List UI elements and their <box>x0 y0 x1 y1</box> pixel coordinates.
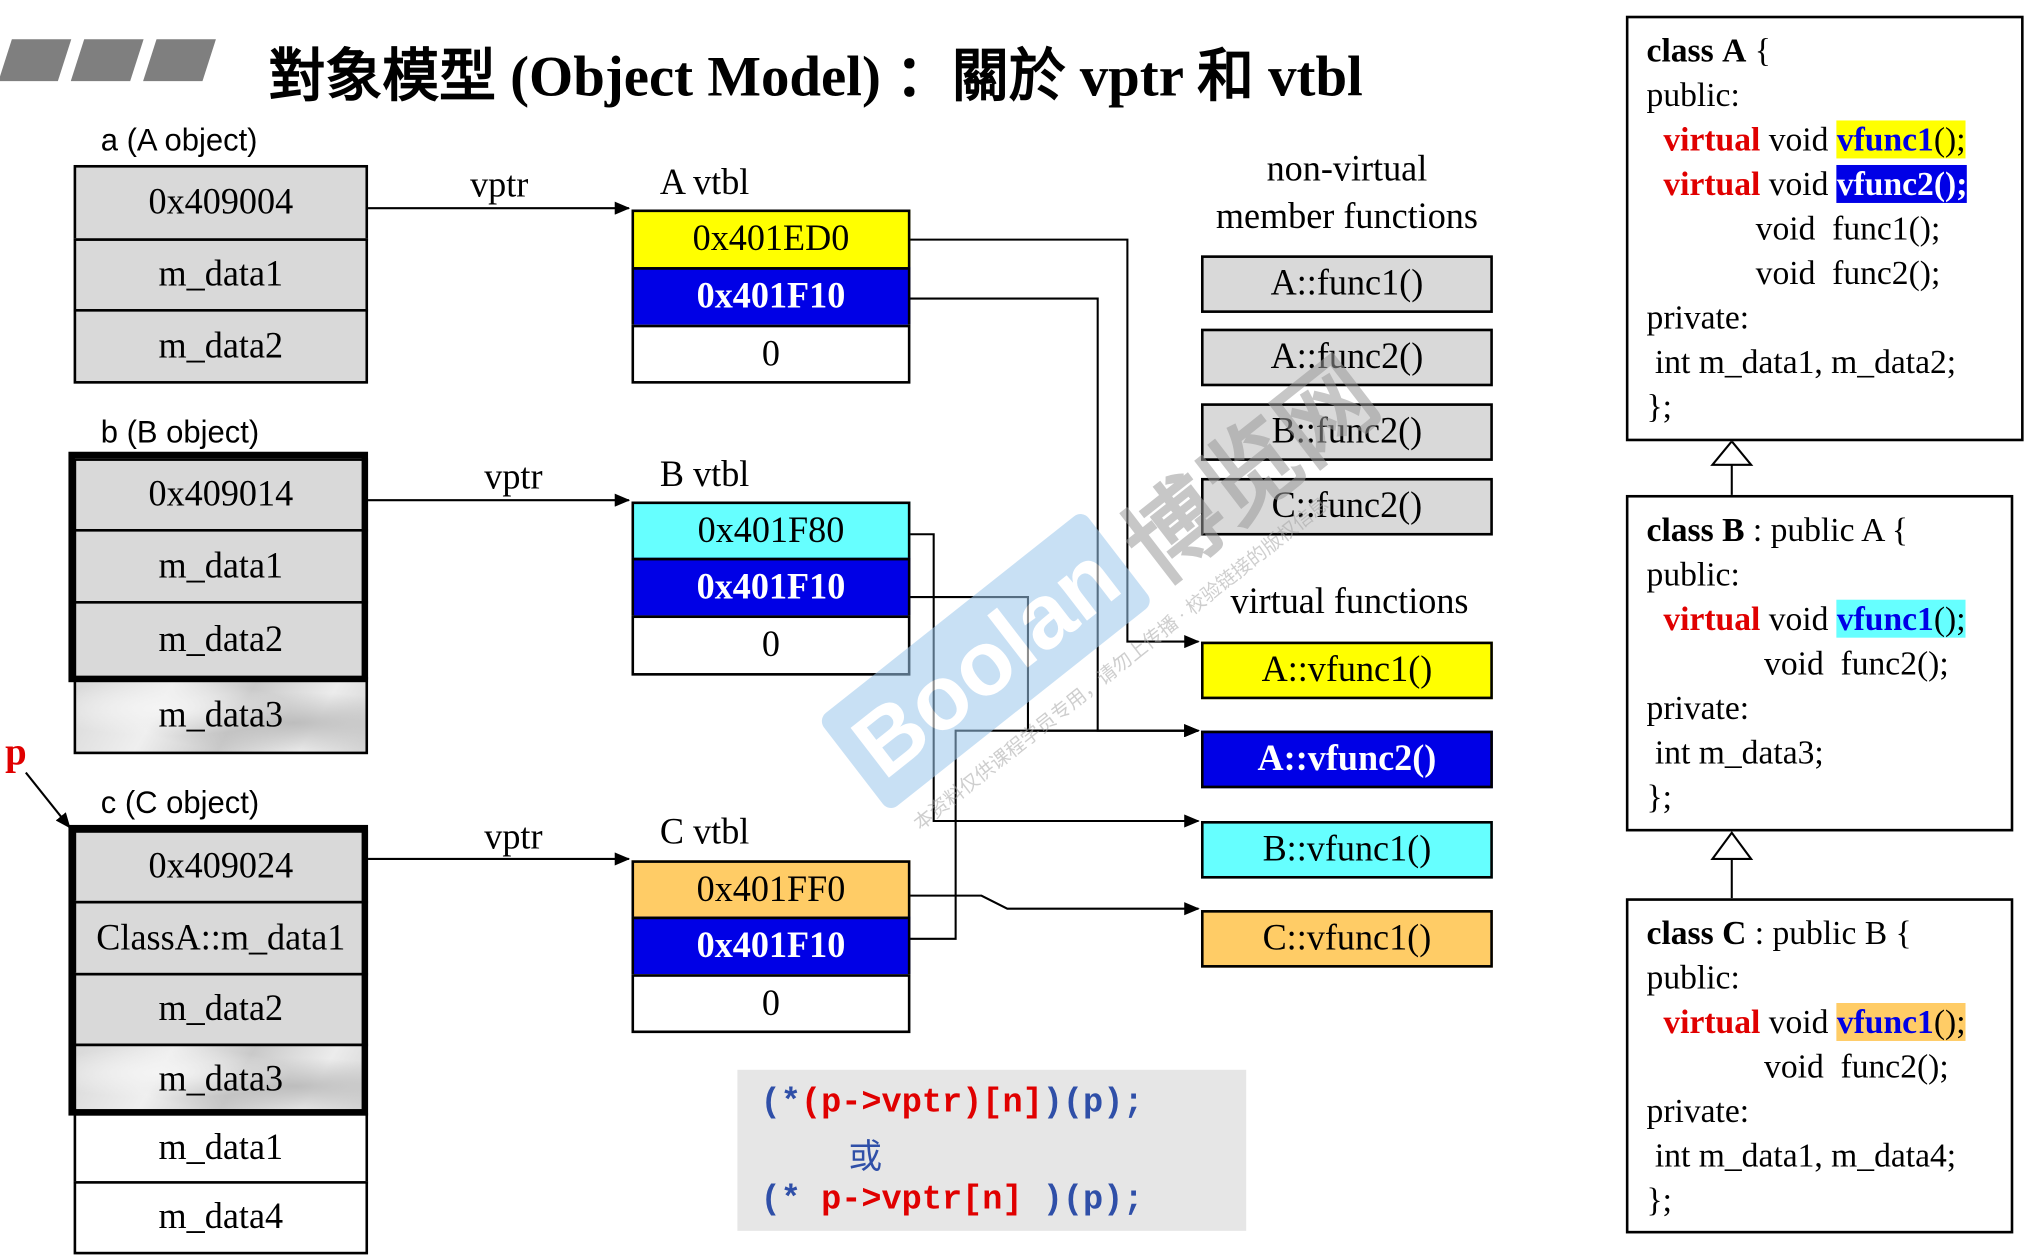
link-b-vfunc2 <box>909 596 1200 738</box>
object-a-vptr-cell: 0x409004 <box>73 164 369 241</box>
virtual-func-box: A::vfunc2() <box>1201 730 1493 789</box>
vtbl-b-entry: 0 <box>631 615 911 676</box>
vtbl-c-entry: 0 <box>631 974 911 1034</box>
object-b-data-cell: m_data1 <box>73 528 369 604</box>
object-b-label: b (B object) <box>100 415 260 451</box>
virtual-func-box: B::vfunc1() <box>1201 820 1493 879</box>
call-code-block: (*(p->vptr)[n])(p); 或 (* p->vptr[n] )(p)… <box>737 1069 1247 1231</box>
link-b-vfunc1 <box>909 533 1200 828</box>
class-a-line: class A { <box>1646 31 1771 70</box>
class-b-line: public: <box>1646 555 1740 594</box>
class-b-line: class B : public A { <box>1646 510 1908 549</box>
vtbl-c-entry: 0x401F10 <box>631 916 911 977</box>
object-a-data-cell: m_data2 <box>73 309 369 384</box>
class-a-line: void func2(); <box>1646 254 1941 292</box>
vptr-label: vptr <box>484 456 543 498</box>
code-line: (*(p->vptr)[n])(p); <box>760 1082 1144 1123</box>
class-a-line: }; <box>1646 387 1672 426</box>
class-c-line: virtual void vfunc1(); <box>1663 1003 1966 1041</box>
page-title: 對象模型 (Object Model) ：關於 vptr 和 vtbl <box>268 44 1363 109</box>
object-a-label: a (A object) <box>100 123 258 159</box>
link-c-vfunc1 <box>909 894 1200 916</box>
class-a-line: public: <box>1646 75 1740 114</box>
vtbl-a-entry: 0x401F10 <box>631 267 911 328</box>
object-c-data-cell: m_data3 <box>73 1043 369 1116</box>
class-c-line: int m_data1, m_data4; <box>1646 1136 1957 1175</box>
object-b-data-cell: m_data2 <box>73 601 369 680</box>
object-b-data-cell: m_data3 <box>73 676 369 755</box>
object-c-label: c (C object) <box>100 785 260 821</box>
code-or: 或 <box>848 1137 883 1178</box>
object-c-data-cell: m_data4 <box>73 1181 369 1255</box>
code-line: (* p->vptr[n] )(p); <box>760 1179 1144 1220</box>
link-a-vfunc2 <box>909 297 1200 738</box>
nonvirtual-caption-line: non-virtual <box>1266 149 1428 190</box>
pointer-label: p <box>5 730 27 774</box>
class-c-line: }; <box>1646 1181 1672 1220</box>
class-c-line: class C : public B { <box>1646 913 1912 952</box>
nonvirtual-caption-line: member functions <box>1215 196 1478 238</box>
nonvirtual-caption: non-virtual member functions <box>1201 147 1493 241</box>
nonvirtual-func-box: B::func2() <box>1201 403 1493 461</box>
class-b-line: void func2(); <box>1646 644 1949 683</box>
vtbl-c-label: C vtbl <box>659 811 750 853</box>
link-c-vfunc2 <box>909 724 1200 940</box>
virtual-func-box: C::vfunc1() <box>1201 910 1493 968</box>
nonvirtual-func-box: C::func2() <box>1201 477 1493 536</box>
vtbl-b-label: B vtbl <box>659 454 750 495</box>
vptr-label: vptr <box>470 164 529 206</box>
vtbl-a-label: A vtbl <box>659 162 750 203</box>
object-c-data-cell: m_data1 <box>73 1112 369 1184</box>
class-a-line: int m_data1, m_data2; <box>1646 343 1957 382</box>
vtbl-b-entry: 0x401F80 <box>631 501 911 561</box>
object-a-data-cell: m_data1 <box>73 238 369 312</box>
class-b-box: class B : public A { public: virtual voi… <box>1625 494 2014 832</box>
nonvirtual-func-box: A::func1() <box>1201 255 1493 313</box>
object-c-data-cell: ClassA::m_data1 <box>73 900 369 976</box>
class-c-line: void func2(); <box>1646 1047 1949 1086</box>
class-c-line: private: <box>1646 1092 1750 1131</box>
virtual-func-box: A::vfunc1() <box>1201 641 1493 700</box>
class-b-line: }; <box>1646 777 1672 816</box>
vtbl-a-entry: 0 <box>631 324 911 384</box>
class-b-line: private: <box>1646 688 1750 727</box>
vtbl-c-entry: 0x401FF0 <box>631 860 911 920</box>
class-c-box: class C : public B { public: virtual voi… <box>1625 898 2014 1234</box>
class-c-line: public: <box>1646 958 1740 997</box>
vtbl-b-entry: 0x401F10 <box>631 557 911 619</box>
object-c-vptr-cell: 0x409024 <box>73 830 369 904</box>
class-a-line: virtual void vfunc2(); <box>1663 164 1968 203</box>
class-a-line: virtual void vfunc1(); <box>1663 120 1966 159</box>
class-b-line: int m_data3; <box>1646 733 1824 772</box>
class-a-box: class A { public: virtual void vfunc1();… <box>1625 15 2024 442</box>
inherit-arrow-ba <box>1710 439 1754 466</box>
object-c-data-cell: m_data2 <box>73 972 369 1047</box>
class-a-line: private: <box>1646 298 1750 337</box>
class-b-line: virtual void vfunc1(); <box>1663 599 1966 638</box>
vptr-label: vptr <box>484 817 543 858</box>
virtual-caption: virtual functions <box>1230 581 1469 622</box>
link-a-vfunc1 <box>909 238 1200 649</box>
pointer-arrow <box>25 771 71 829</box>
class-a-line: void func1(); <box>1646 209 1941 248</box>
object-b-vptr-cell: 0x409014 <box>73 458 369 532</box>
nonvirtual-func-box: A::func2() <box>1201 328 1493 387</box>
vtbl-a-entry: 0x401ED0 <box>631 209 911 270</box>
inherit-arrow-cb <box>1710 831 1754 861</box>
